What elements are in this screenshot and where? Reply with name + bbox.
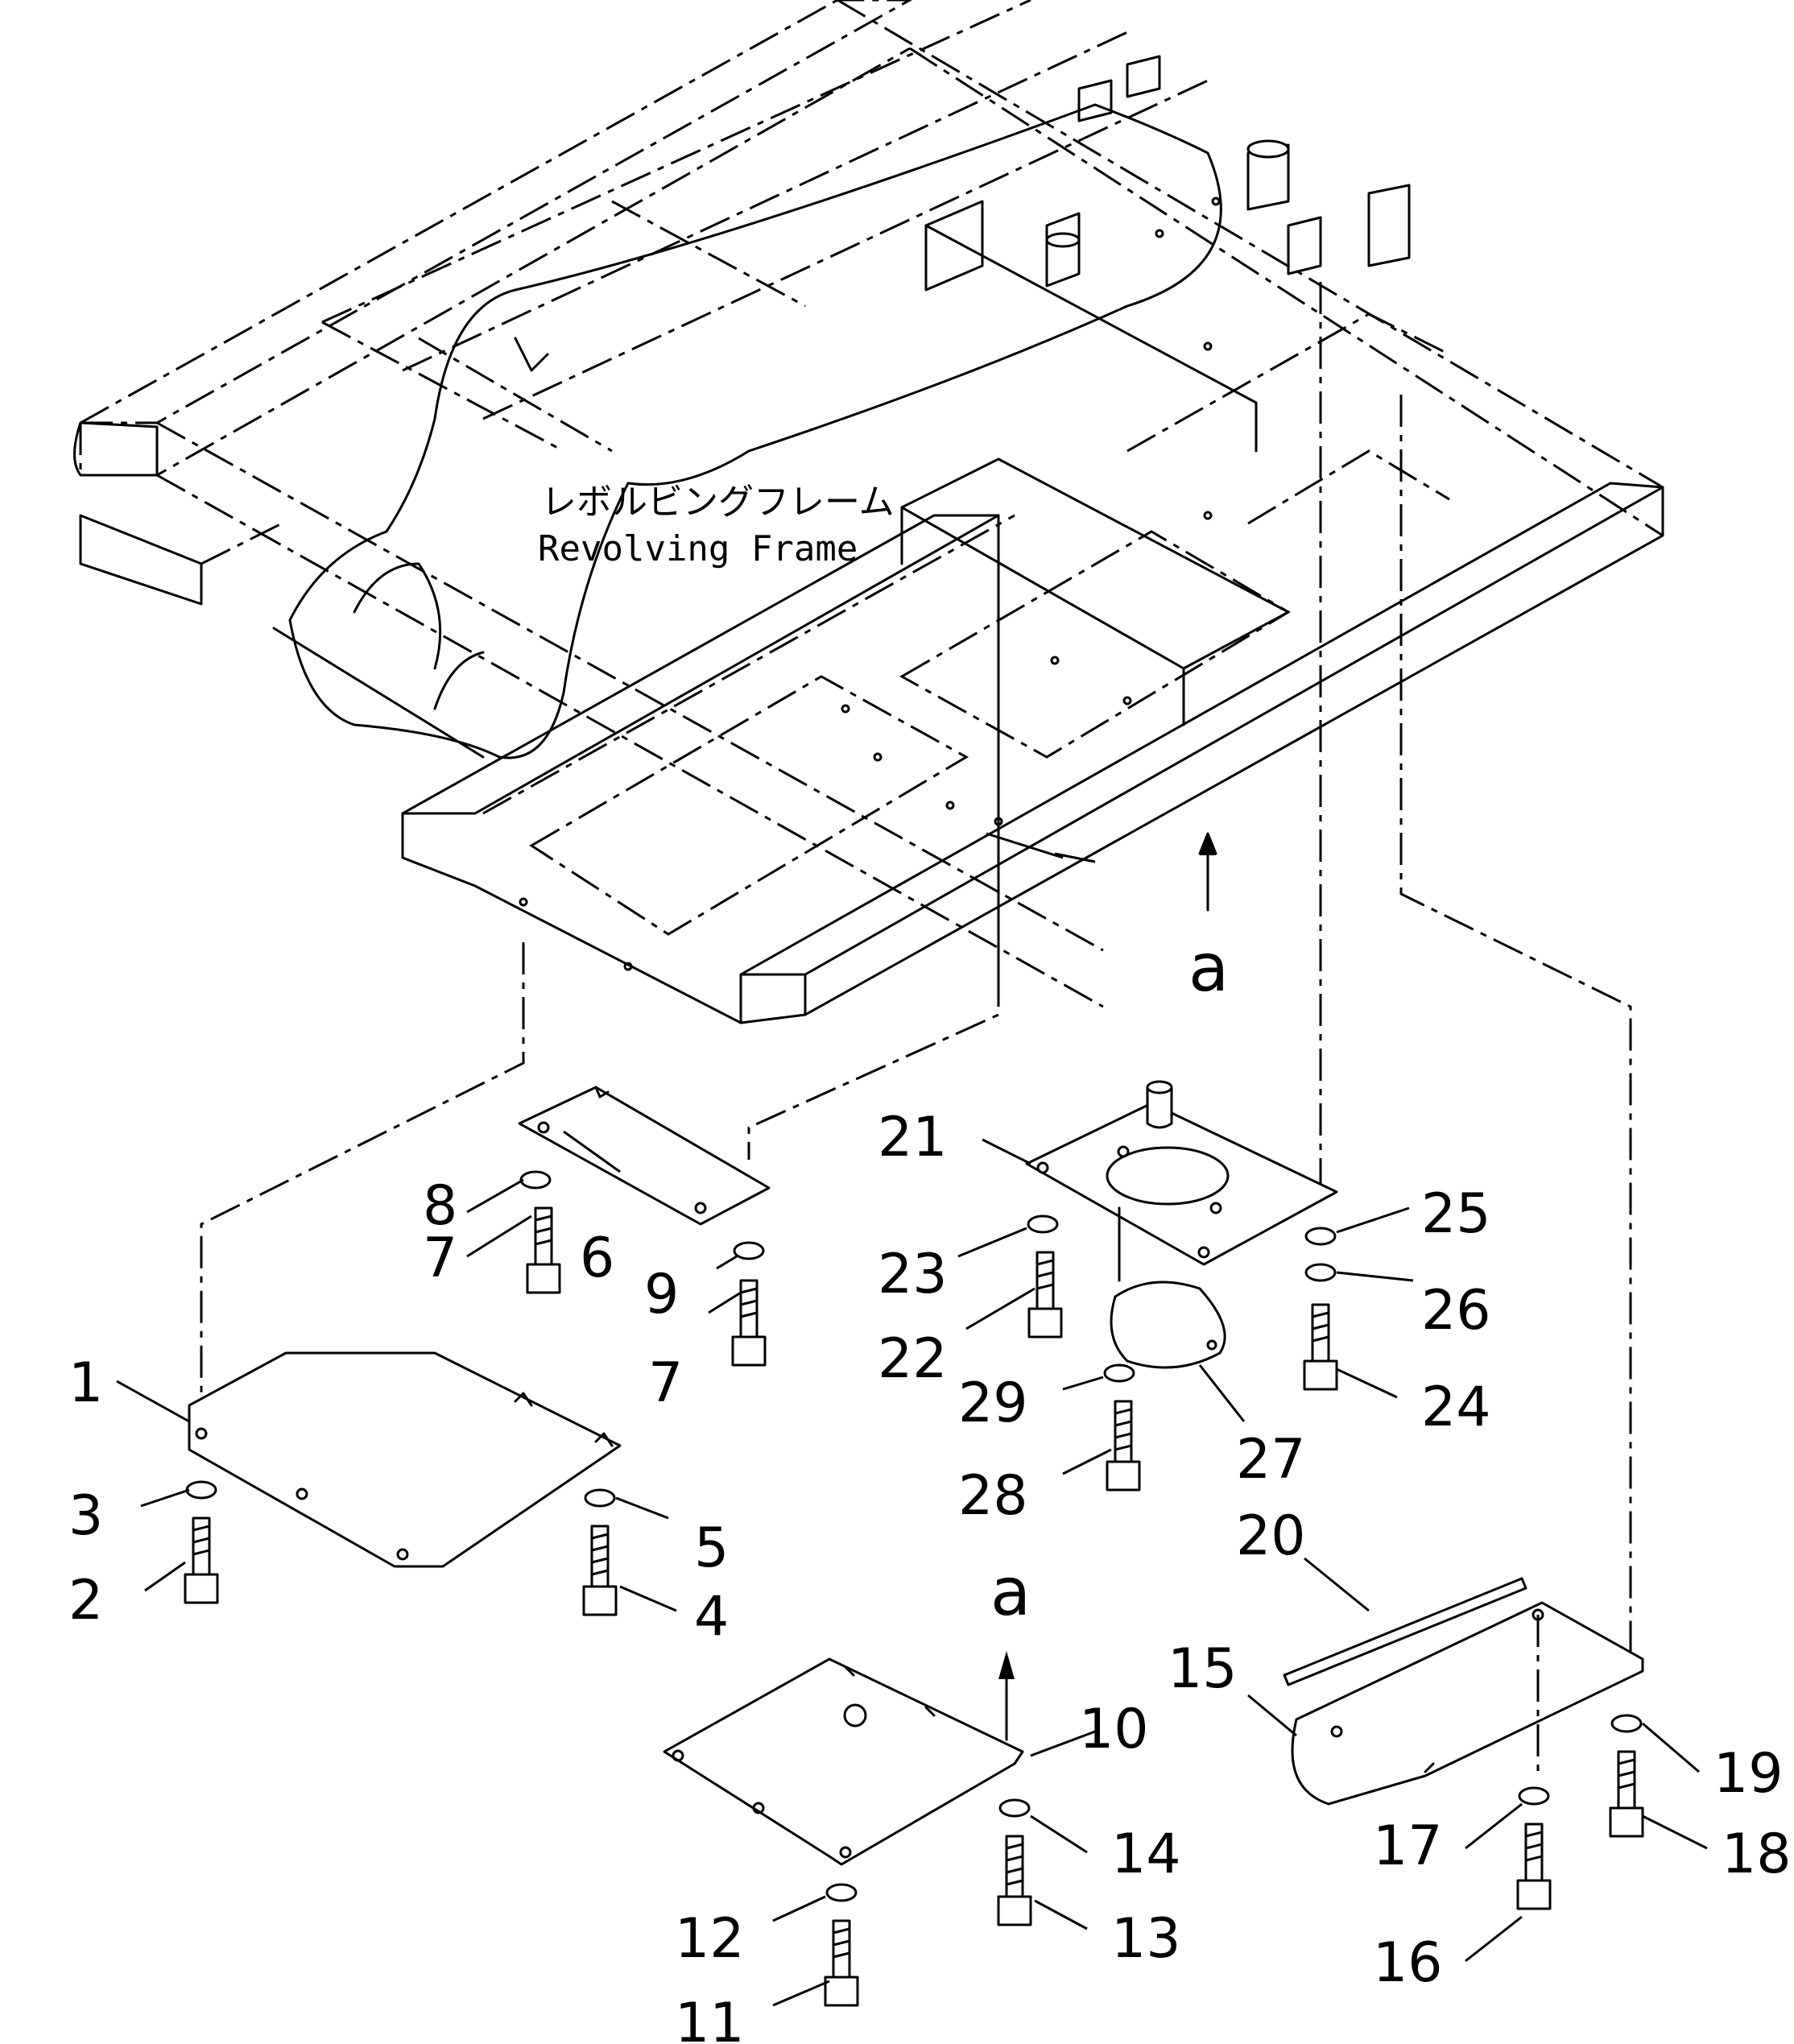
washers	[185, 1170, 1643, 1902]
cover-disc-27	[1110, 1281, 1226, 1369]
part-number-22: 22	[878, 1327, 948, 1391]
part-number-25: 25	[1421, 1182, 1491, 1246]
part-number-2: 2	[68, 1569, 103, 1632]
bolt-icon	[997, 1835, 1032, 1926]
washer-icon	[185, 1480, 217, 1500]
part-number-10: 10	[1079, 1698, 1149, 1761]
part-number-8: 8	[423, 1174, 457, 1238]
bolt-icon	[1609, 1750, 1644, 1838]
part-number-12: 12	[675, 1907, 745, 1971]
washer-icon	[998, 1798, 1031, 1818]
part-number-13: 13	[1111, 1907, 1181, 1971]
frame-label-en: Revolving Frame	[538, 528, 858, 569]
strip-20	[1283, 1577, 1527, 1686]
washer-icon	[1518, 1786, 1550, 1806]
bolt-icon	[1106, 1400, 1141, 1492]
bolt-icon	[184, 1516, 219, 1604]
revolving-frame	[73, 0, 1664, 1659]
washer-icon	[1304, 1263, 1337, 1282]
part-number-27: 27	[1236, 1428, 1306, 1492]
part-number-17: 17	[1373, 1814, 1443, 1878]
part-number-24: 24	[1421, 1376, 1491, 1439]
washer-icon	[1027, 1214, 1059, 1234]
frame-label-jp: レボルビングフレーム	[541, 482, 895, 523]
bolts	[184, 1206, 1644, 2007]
bolt-icon	[1303, 1303, 1338, 1391]
bolt-icon	[582, 1525, 618, 1616]
part-number-16: 16	[1373, 1931, 1443, 1995]
washer-icon	[519, 1170, 552, 1190]
bolt-icon	[824, 1919, 859, 2007]
bolt-icon	[1027, 1251, 1063, 1339]
leader-lines	[116, 832, 1708, 2007]
part-number-6: 6	[580, 1227, 614, 1290]
part-number-1: 1	[68, 1351, 103, 1415]
washer-icon	[1610, 1714, 1643, 1733]
washer-icon	[733, 1241, 765, 1260]
washer-icon	[1103, 1363, 1135, 1383]
part-number-3: 3	[68, 1484, 103, 1548]
view-mark-a-lower: a	[990, 1554, 1031, 1631]
cover-plate-6	[518, 1086, 771, 1226]
cover-plate-10	[663, 1651, 1024, 1866]
part-number-29: 29	[958, 1372, 1028, 1435]
part-number-labels: 1 2 3 4 5 6 7 7 8 9 10 11 12 13 14 15 16…	[68, 1106, 1792, 2044]
washer-icon	[1304, 1227, 1337, 1246]
part-number-28: 28	[958, 1464, 1028, 1528]
washer-icon	[584, 1488, 616, 1508]
cover-plate-21	[1025, 1080, 1338, 1282]
part-number-18: 18	[1722, 1823, 1792, 1886]
part-number-11: 11	[675, 1992, 745, 2044]
part-number-7a: 7	[423, 1227, 457, 1290]
view-mark-a-frame: a	[1188, 930, 1229, 1007]
part-number-19: 19	[1713, 1742, 1784, 1806]
part-number-7b: 7	[648, 1351, 683, 1415]
part-number-20: 20	[1236, 1504, 1306, 1568]
part-number-26: 26	[1421, 1279, 1491, 1343]
frame-holes	[519, 197, 1221, 971]
part-number-4: 4	[694, 1585, 729, 1649]
cover-plate-1	[188, 1351, 622, 1568]
cover-plate-15	[1291, 1601, 1644, 1806]
washer-icon	[825, 1883, 858, 1902]
part-number-23: 23	[878, 1243, 948, 1306]
bolt-icon	[526, 1206, 561, 1294]
part-number-5: 5	[694, 1516, 729, 1580]
part-number-9: 9	[644, 1263, 679, 1326]
part-number-21: 21	[878, 1106, 948, 1169]
part-number-15: 15	[1168, 1637, 1238, 1701]
bolt-icon	[1516, 1823, 1552, 1910]
part-number-14: 14	[1111, 1823, 1181, 1886]
bolt-icon	[731, 1279, 767, 1367]
